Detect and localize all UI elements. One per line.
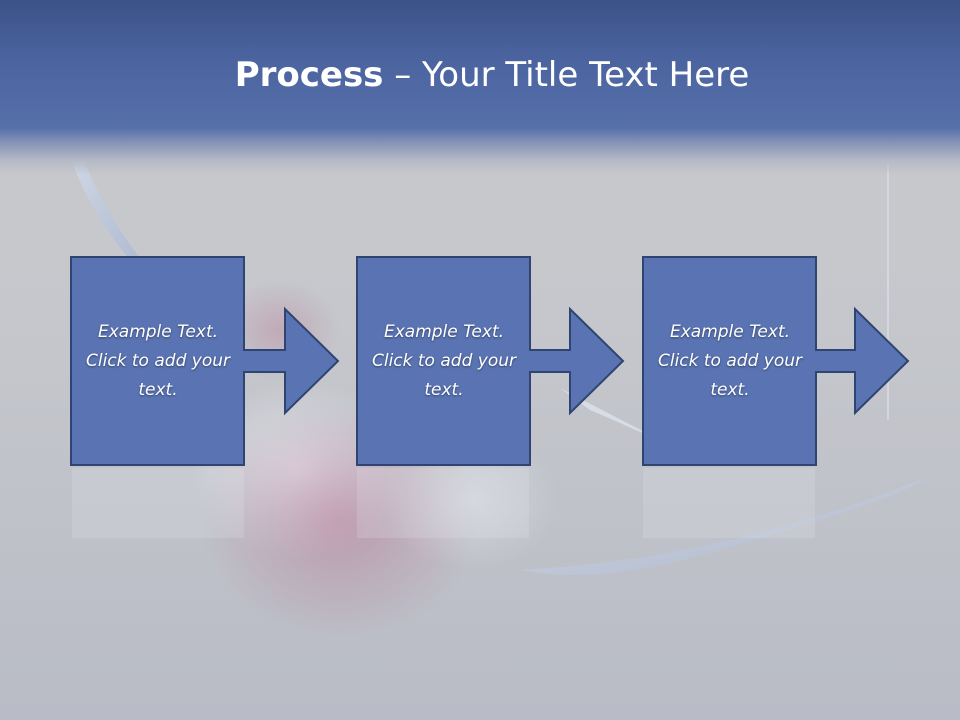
process-step-2[interactable]: Example Text. Click to add your text. bbox=[357, 257, 531, 465]
step-2-text: Example Text. Click to add your text. bbox=[371, 321, 516, 400]
title-bold: Process bbox=[234, 55, 384, 95]
process-step-3[interactable]: Example Text. Click to add your text. bbox=[643, 257, 817, 465]
step-1-text: Example Text. Click to add your text. bbox=[85, 321, 230, 400]
process-step-3-shape bbox=[642, 256, 910, 466]
header-band bbox=[0, 0, 960, 175]
process-step-1[interactable]: Example Text. Click to add your text. bbox=[71, 257, 245, 465]
process-step-2-shape bbox=[356, 256, 625, 466]
step-3-text: Example Text. Click to add your text. bbox=[657, 321, 802, 400]
slide-title[interactable]: Process – Your Title Text Here bbox=[0, 52, 960, 98]
title-rest: – Your Title Text Here bbox=[383, 55, 750, 95]
